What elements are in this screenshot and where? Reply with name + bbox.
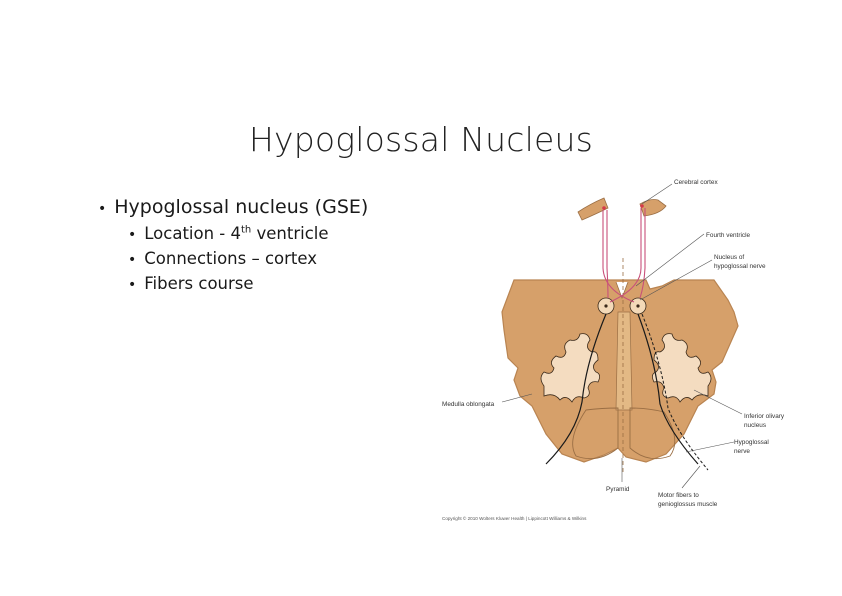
main-bullet-text: Hypoglossal nucleus (GSE)	[114, 196, 369, 218]
leader-lines	[501, 183, 743, 489]
cerebral-cortex-left	[577, 197, 609, 221]
pyramid-left	[572, 407, 619, 460]
label-olivary-line1: Inferior olivary	[744, 413, 785, 420]
sub-bullet-text: Location - 4th ventricle	[144, 224, 329, 243]
cortex-neuron-left	[602, 206, 606, 210]
sub-bullet-text: Fibers course	[144, 274, 254, 293]
label-olivary-line2: nucleus	[744, 422, 766, 429]
corticobulbar-fiber-left-2	[606, 210, 609, 299]
hypoglossal-nucleus-right-core	[636, 304, 640, 308]
leader-olivary	[693, 389, 743, 415]
leader-cerebral-cortex	[641, 183, 673, 205]
slide-title: Hypoglossal Nucleus	[248, 120, 594, 159]
label-fourth-ventricle: Fourth ventricle	[706, 232, 750, 239]
hypoglossal-nerve-right	[637, 313, 699, 465]
label-hypoglossal-line1: Hypoglossal	[734, 439, 769, 446]
leader-hypoglossal-nerve	[685, 441, 735, 453]
leader-medulla	[501, 393, 533, 403]
corticobulbar-fiber-left	[602, 210, 635, 303]
bullet-list: • Hypoglossal nucleus (GSE) • Location -…	[98, 196, 368, 299]
bullet-dot-icon: •	[128, 252, 137, 268]
hypoglossal-nerve-left	[545, 313, 607, 465]
cortex-neuron-right	[640, 204, 644, 208]
hypoglossal-nucleus-left-core	[604, 304, 608, 308]
sub-bullet-location: • Location - 4th ventricle	[128, 224, 368, 243]
cerebral-cortex-right	[639, 199, 667, 217]
main-bullet: • Hypoglossal nucleus (GSE)	[98, 196, 368, 218]
bullet-dot-icon: •	[128, 277, 137, 293]
label-cerebral-cortex: Cerebral cortex	[674, 179, 718, 186]
corticobulbar-fiber-right	[609, 208, 642, 303]
sub-bullet-list: • Location - 4th ventricle • Connections…	[128, 224, 368, 293]
label-nucleus-line1: Nucleus of	[714, 254, 744, 261]
label-motor-line2: genioglossus muscle	[658, 501, 718, 508]
label-pyramid: Pyramid	[606, 486, 630, 493]
sub-bullet-connections: • Connections – cortex	[128, 249, 368, 268]
sub-bullet-fibers: • Fibers course	[128, 274, 368, 293]
corticobulbar-fiber-right-2	[639, 208, 646, 299]
inferior-olivary-nucleus-right	[652, 333, 712, 403]
bullet-dot-icon: •	[128, 227, 137, 243]
midline-raphe	[615, 311, 633, 411]
leader-nucleus	[639, 259, 713, 301]
label-medulla: Medulla oblongata	[442, 401, 495, 408]
label-nucleus-line2: hypoglossal nerve	[714, 263, 766, 270]
hypoglossal-nerve-right-dashed	[641, 313, 709, 471]
label-motor-line1: Motor fibers to	[658, 492, 699, 499]
medulla-diagram: Cerebral cortex Fourth ventricle Nucleus…	[442, 179, 785, 521]
bullet-dot-icon: •	[98, 201, 107, 217]
sub-bullet-text: Connections – cortex	[144, 249, 318, 268]
figure-copyright: Copyright © 2010 Wolters Kluwer Health |…	[442, 515, 587, 521]
fourth-ventricle-notch	[615, 281, 629, 300]
label-hypoglossal-line2: nerve	[734, 448, 750, 455]
leader-motor-fibers	[681, 465, 701, 489]
leader-fourth-ventricle	[635, 233, 705, 287]
pyramid-right	[629, 407, 676, 460]
